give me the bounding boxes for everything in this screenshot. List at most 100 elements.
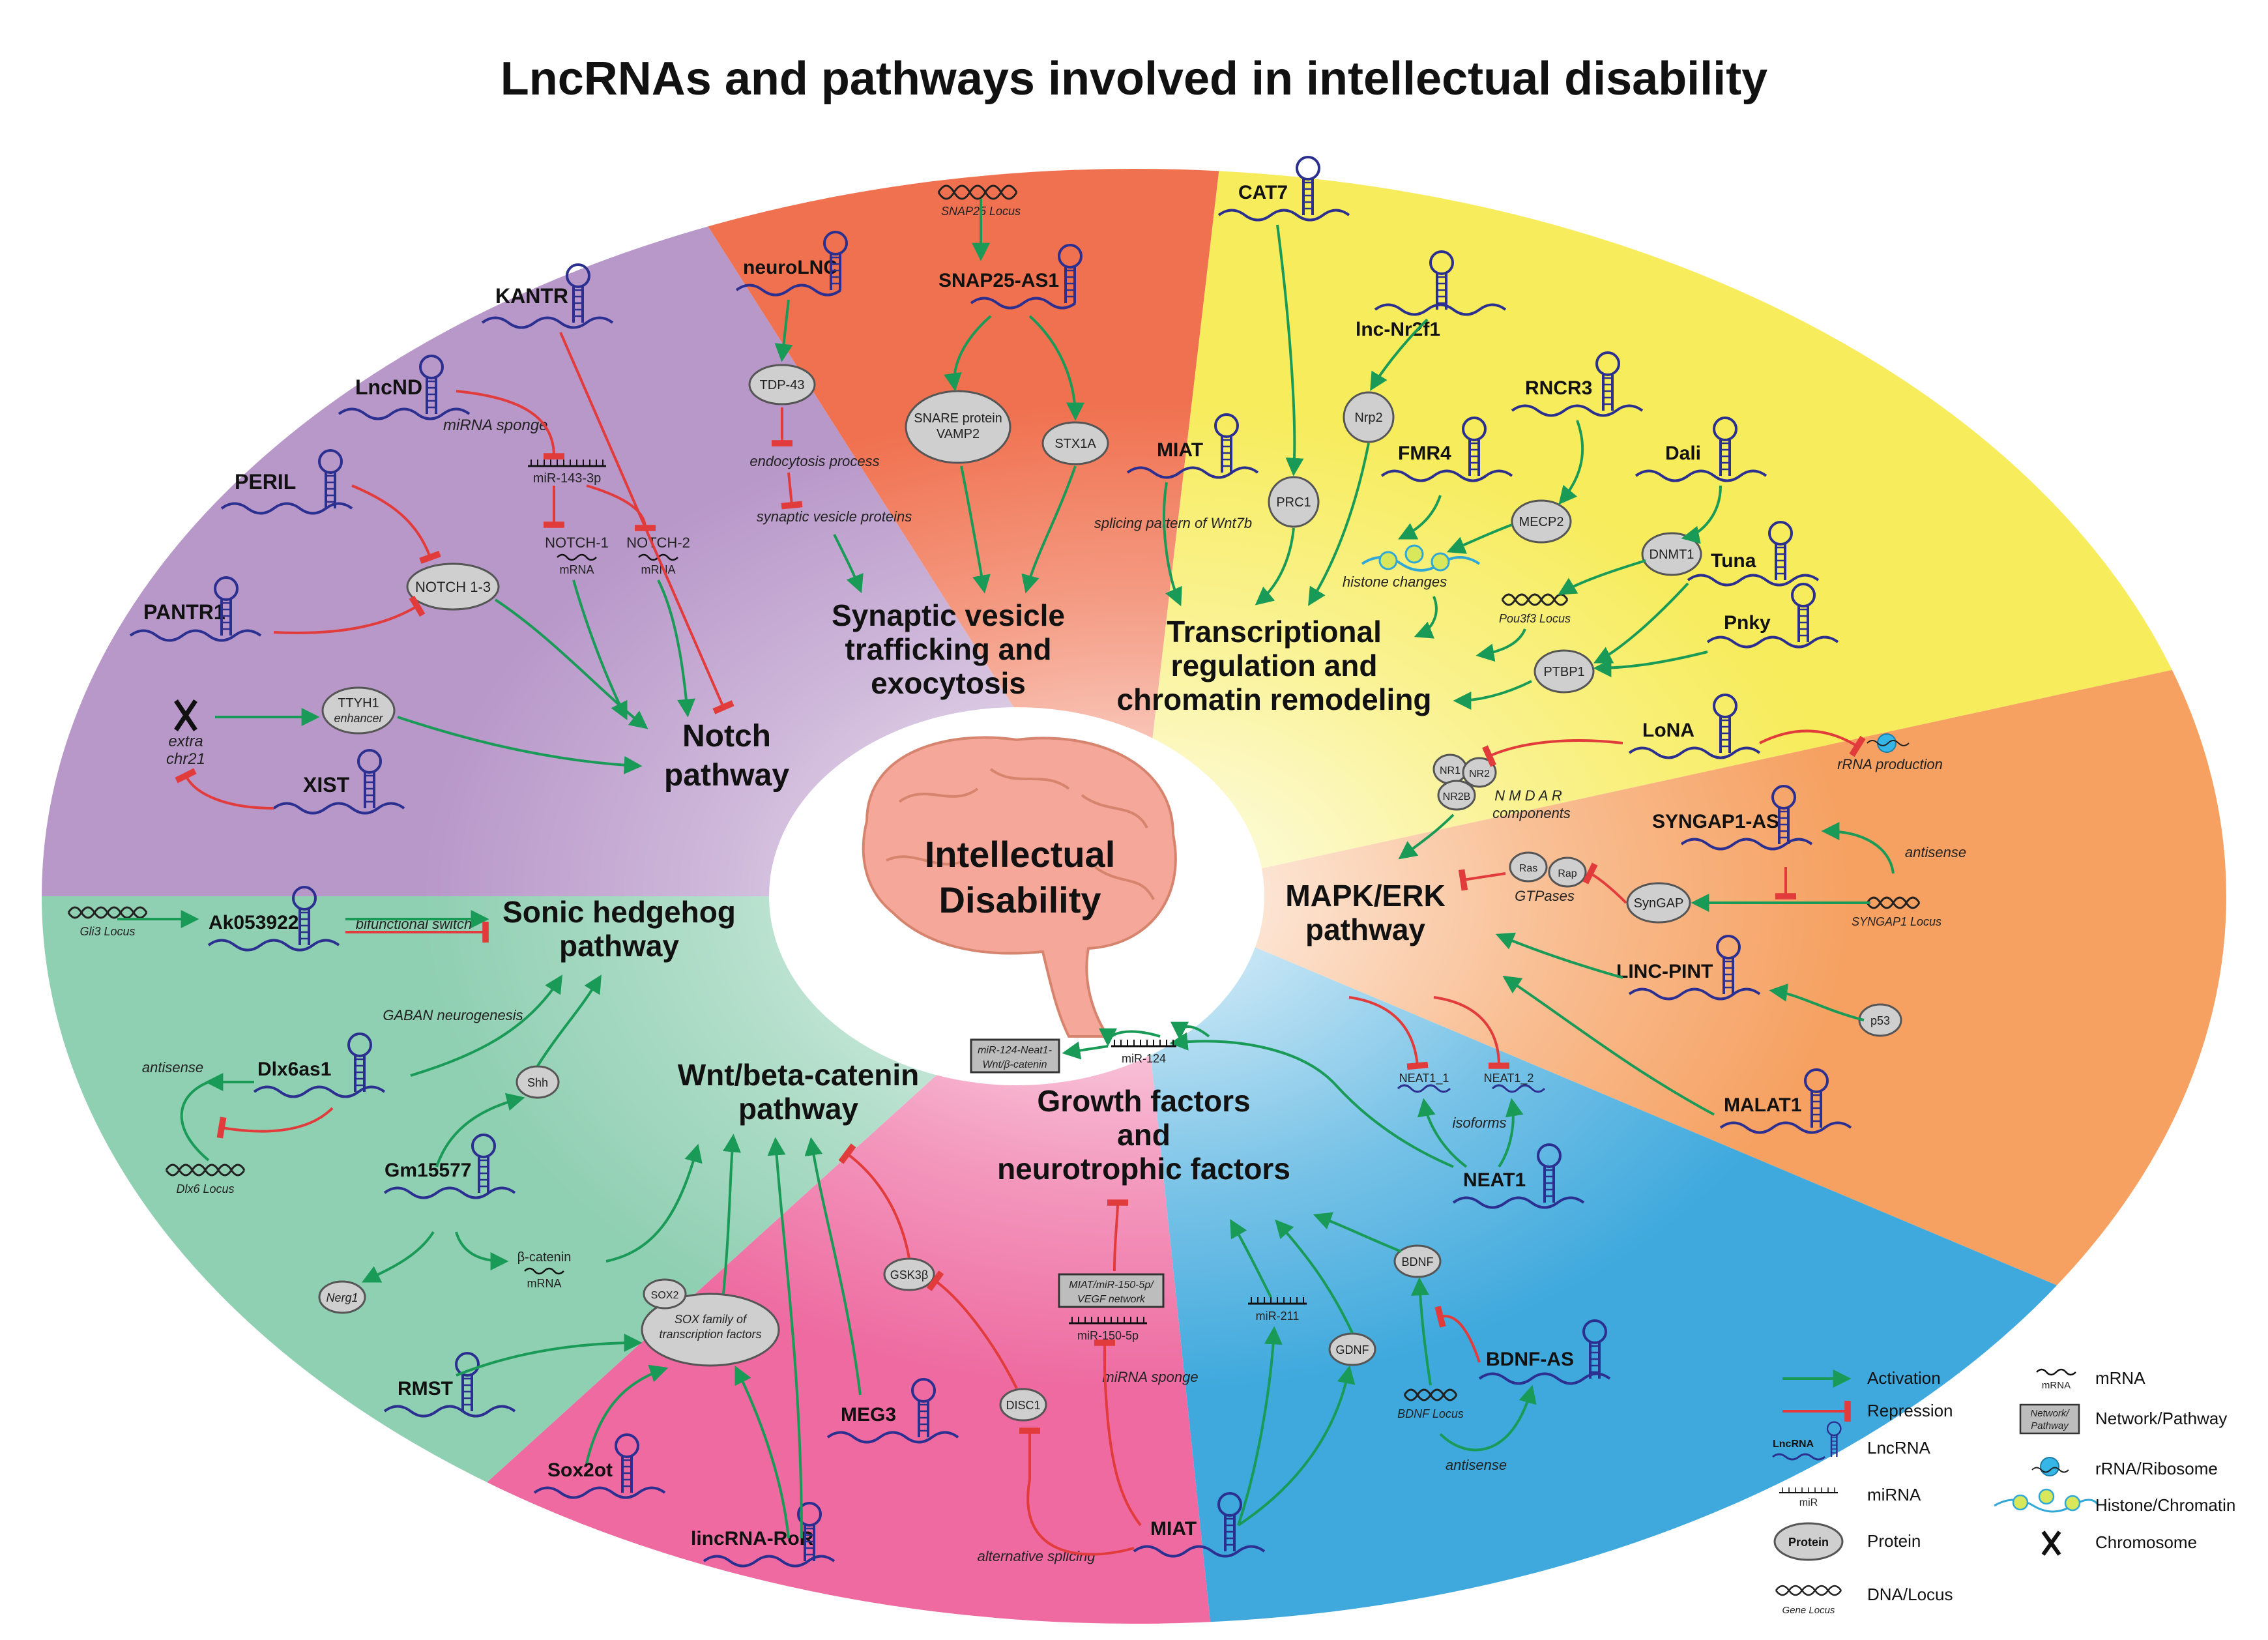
protein-ptbp1-label: PTBP1 [1543,665,1584,679]
pathway-label-growth-3: neurotrophic factors [997,1152,1290,1186]
protein-p53-label: p53 [1870,1014,1890,1027]
chromosome-icon [174,699,197,731]
note-rrna-production: rRNA production [1837,756,1943,772]
protein-tdp43 [748,364,816,405]
mrna-notch2-sub: mRNA [641,563,676,576]
protein-nrp2 [1343,391,1395,443]
dna-locus-snap25 [937,184,1018,200]
pathway-label-transcription-2: regulation and [1171,649,1378,682]
locus-gli3-label: Gli3 Locus [80,925,135,938]
legend-network-symbol-l1: Network/ [2030,1408,2070,1419]
ribosome-icon [1867,733,1910,753]
legend-mrna: mRNA [2095,1368,2145,1388]
lnc-dlx6as1: Dlx6as1 [257,1059,331,1080]
note-gtpases: GTPases [1515,888,1575,904]
lnc-neat1: NEAT1 [1463,1169,1526,1191]
wnt-section: Wnt/beta-catenin pathway SOX family of t… [383,1058,1135,1568]
lnc-pantr1: PANTR1 [143,600,225,624]
note-antisense-dlx: antisense [142,1059,203,1076]
protein-gdnf [1328,1332,1376,1366]
protein-notch13 [406,563,500,611]
legend-repression: Repression [1867,1401,1953,1420]
pathway-label-sonic-2: pathway [559,929,679,963]
lnc-syngap1as: SYNGAP1-AS [1652,811,1779,832]
mirna-211-label: miR-211 [1256,1310,1300,1323]
legend-protein: Protein [1867,1531,1921,1551]
protein-shh [516,1065,560,1099]
lnc-peril: PERIL [235,470,296,493]
lnc-fmr4: FMR4 [1398,443,1451,464]
pathway-label-synaptic-1: Synaptic vesicle [832,598,1065,632]
lnc-miat-g: MIAT [1150,1518,1197,1540]
locus-bdnf-label: BDNF Locus [1397,1407,1464,1420]
protein-ras [1509,851,1548,883]
protein-nr2b-label: NR2B [1443,791,1471,802]
legend-protein-symbol: Protein [1788,1536,1829,1549]
note-mirna-sponge-1: miRNA sponge [443,417,548,434]
network-miat-l1: MIAT/miR-150-5p/ [1069,1280,1154,1291]
mirna-150-symbol [1069,1317,1147,1325]
lnc-sox2ot: Sox2ot [547,1459,613,1481]
network-miat [1058,1273,1165,1308]
pathway-label-notch-1: Notch [682,719,771,754]
protein-stx1a-label: STX1A [1054,437,1096,451]
protein-nerg1-label: Nerg1 [326,1291,358,1304]
locus-pou3f3-label: Pou3f3 Locus [1499,612,1571,625]
protein-bdnf-label: BDNF [1402,1255,1434,1268]
pathway-label-notch-2: pathway [664,758,789,793]
pathway-label-synaptic-2: trafficking and [845,632,1052,666]
pathway-label-mapk-1: MAPK/ERK [1285,879,1445,913]
dna-locus-dlx6 [165,1164,246,1177]
protein-sox-family-l2: transcription factors [659,1328,761,1341]
locus-syngap1-label: SYNGAP1 Locus [1852,915,1941,928]
lnc-gm15577: Gm15577 [385,1160,471,1181]
mrna-neat1-2: NEAT1_2 [1484,1072,1534,1085]
mapk-section: MAPK/ERK pathway LoNA SYNGAP1-AS LINC-PI… [1169,694,1966,1209]
protein-rap-label: Rap [1558,868,1577,879]
locus-dlx6-label: Dlx6 Locus [176,1182,234,1195]
protein-snare-label2: VAMP2 [937,427,980,441]
note-alt-splicing: alternative splicing [978,1548,1096,1564]
legend-dna-symbol: Gene Locus [1782,1605,1835,1616]
note-mirna-sponge-2: miRNA sponge [1102,1369,1198,1385]
protein-gsk3b-label: GSK3β [890,1268,928,1281]
pathway-label-wnt-1: Wnt/beta-catenin [678,1058,920,1092]
mrna-bcatenin-label: β-catenin [517,1250,572,1265]
protein-tdp43-label: TDP-43 [760,378,805,392]
pathway-label-growth-1: Growth factors [1037,1084,1250,1118]
protein-snare-label1: SNARE protein [914,411,1002,426]
lnc-lincror: lincRNA-RoR [691,1528,814,1549]
lnc-lincpint: LINC-PINT [1616,961,1713,982]
legend-mrna-symbol: mRNA [2042,1380,2071,1391]
pathway-label-sonic-1: Sonic hedgehog [502,895,736,929]
dna-locus-syngap1 [1866,896,1921,909]
legend-mirna: miRNA [1867,1485,1921,1504]
dna-locus-gli3 [67,906,148,919]
protein-notch13-label: NOTCH 1-3 [415,579,491,595]
legend: Activation Repression LncRNA LncRNA miR … [1772,1368,2235,1616]
protein-nr2-label: NR2 [1469,769,1490,780]
lnc-kantr: KANTR [495,284,568,308]
note-gaban: GABAN neurogenesis [383,1007,523,1023]
mirna-211-symbol [1248,1297,1307,1305]
note-nmdar: N M D A R [1494,787,1562,804]
lnc-miat-t: MIAT [1157,439,1203,461]
protein-ttyh1-label: TTYH1 [338,696,379,710]
network-neat1-l1: miR-124-Neat1- [978,1045,1052,1056]
center-label-line1: Intellectual [925,834,1116,875]
lnc-meg3: MEG3 [841,1404,896,1426]
mirna-124-label: miR-124 [1122,1052,1166,1065]
lnc-lncnr2f1: lnc-Nr2f1 [1356,319,1440,340]
legend-rrna: rRNA/Ribosome [2095,1459,2218,1478]
protein-nr1-label: NR1 [1440,765,1461,776]
brain-icon [862,736,1177,1038]
mrna-notch1-label: NOTCH-1 [545,534,609,551]
lnc-bdnfas: BDNF-AS [1486,1349,1574,1370]
lnc-rncr3: RNCR3 [1525,377,1592,399]
protein-sox-family-l1: SOX family of [675,1313,748,1326]
lnc-xist: XIST [303,773,350,797]
legend-histone-icon [1994,1488,2100,1513]
pathway-label-transcription-1: Transcriptional [1167,615,1382,649]
notch-section: Notch pathway KANTR LncND miRNA sponge P… [129,263,789,815]
growth-section: Growth factors and neurotrophic factors … [970,1021,1611,1564]
